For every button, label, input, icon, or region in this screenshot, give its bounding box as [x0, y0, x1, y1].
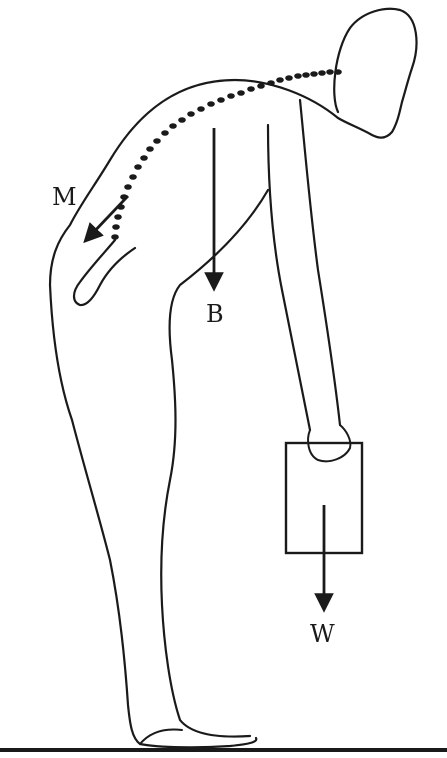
arrow-m [90, 196, 128, 236]
arm-outline [268, 125, 310, 430]
label-w: W [310, 622, 335, 646]
pelvis-outline [74, 240, 135, 305]
foot-outline [140, 730, 182, 744]
label-b: B [206, 302, 224, 326]
label-m: M [52, 185, 77, 209]
arm-inner-outline [300, 100, 340, 425]
spine [111, 69, 342, 240]
body-back-outline [50, 9, 416, 748]
